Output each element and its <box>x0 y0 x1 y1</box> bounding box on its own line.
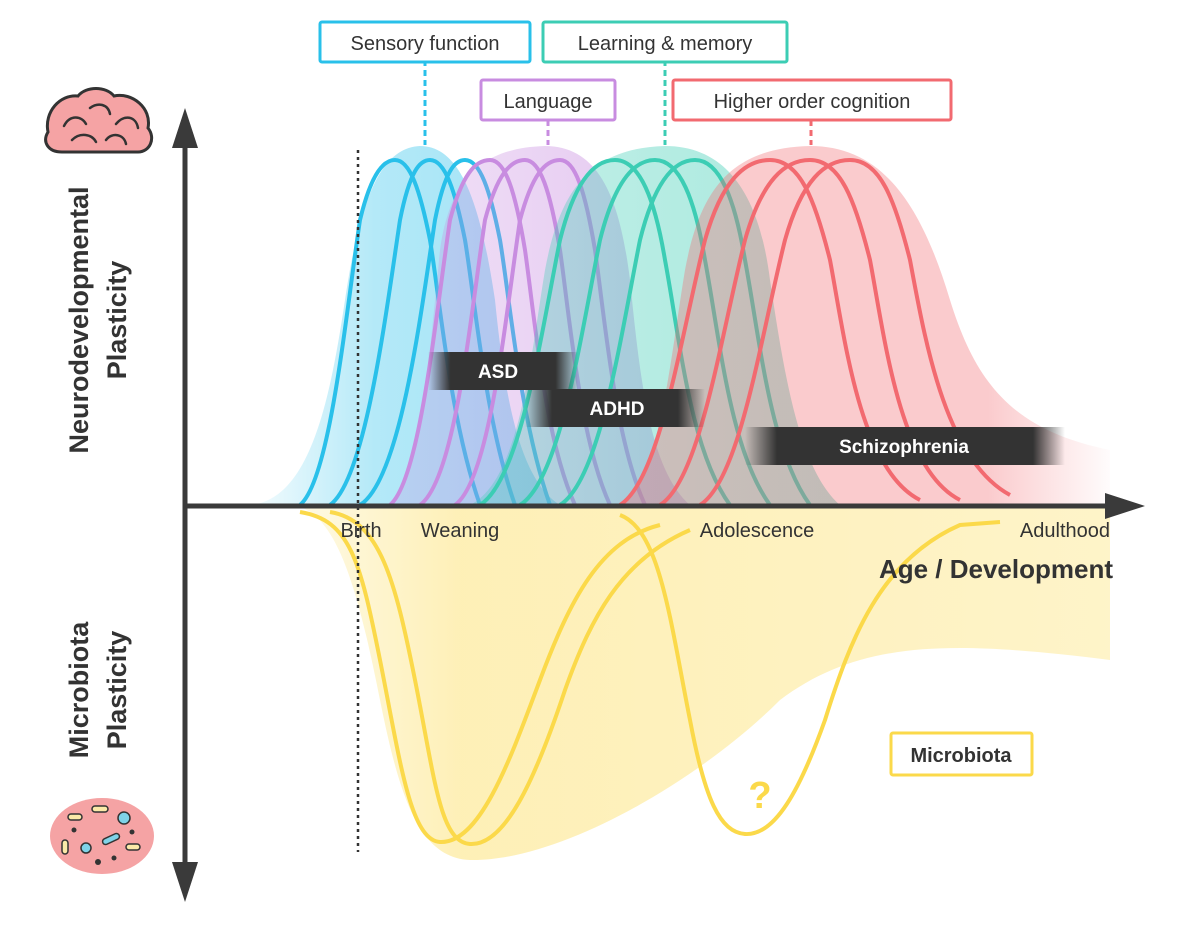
learning-label-box: Learning & memory <box>541 20 789 145</box>
y-axis-bottom-label-line2: Plasticity <box>102 631 132 750</box>
schizophrenia-bar <box>745 427 1065 465</box>
question-mark: ? <box>748 775 771 817</box>
y-axis-bottom-label-line1: Microbiota <box>64 621 94 758</box>
sensory-label: Sensory function <box>351 33 500 55</box>
microbiota-curve-3 <box>619 513 1001 837</box>
x-axis-label: Age / Development <box>879 554 1113 584</box>
language-box <box>479 78 617 122</box>
higher-box <box>671 78 953 122</box>
milestone-weaning: Weaning <box>421 520 500 542</box>
milestone-adulthood: Adulthood <box>1020 520 1110 542</box>
adhd-label: ADHD <box>590 399 645 420</box>
higher-label-box: Higher order cognition <box>671 78 953 145</box>
microbiota-label: Microbiota <box>910 745 1012 767</box>
y-axis-arrow-up <box>172 108 198 148</box>
sensory-box <box>318 20 532 64</box>
y-axis-top-label-line2: Plasticity <box>102 261 132 380</box>
y-axis-top-label: Neurodevelopmental Plasticity <box>64 186 132 453</box>
y-axis-bottom-label: Microbiota Plasticity <box>64 621 132 758</box>
schizophrenia-label: Schizophrenia <box>839 437 969 458</box>
brain-icon <box>44 87 154 154</box>
language-label-box: Language <box>479 78 617 145</box>
microbiota-curve-1 <box>299 510 661 845</box>
language-label: Language <box>504 91 593 113</box>
higher-cognition-curve-2 <box>658 157 961 507</box>
x-axis-arrow <box>1105 493 1145 519</box>
asd-label: ASD <box>478 362 518 383</box>
higher-cognition-window <box>618 146 1110 507</box>
microbiota-region <box>299 507 1110 861</box>
y-axis-arrow-down <box>172 862 198 902</box>
disorder-bars: ASD ADHD Schizophrenia <box>428 352 1065 465</box>
milestone-birth: Birth <box>340 520 381 542</box>
adhd-bar <box>525 389 705 427</box>
asd-bar <box>428 352 578 390</box>
gut-microbiota-icon <box>50 798 154 874</box>
microbiota-label-box: Microbiota <box>889 731 1034 777</box>
learning-box <box>541 20 789 64</box>
higher-cognition-curve-3 <box>698 157 1011 507</box>
higher-label: Higher order cognition <box>714 91 911 113</box>
axes <box>172 108 1145 902</box>
microbiota-curve-2 <box>329 510 691 847</box>
microbiota-box <box>889 731 1034 777</box>
higher-cognition-curve-1 <box>618 157 921 507</box>
sensory-label-box: Sensory function <box>318 20 532 145</box>
y-axis-top-label-line1: Neurodevelopmental <box>64 186 94 453</box>
milestone-adolescence: Adolescence <box>700 520 815 542</box>
learning-label: Learning & memory <box>578 33 753 55</box>
